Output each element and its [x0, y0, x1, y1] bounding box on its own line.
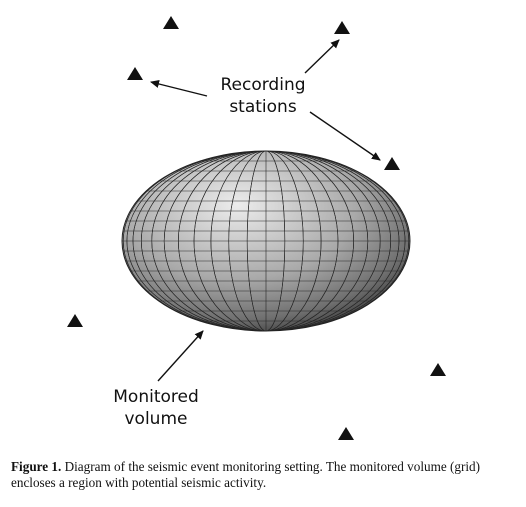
monitoring-diagram [67, 16, 446, 440]
grid-longitude-line [193, 151, 339, 331]
arrow-to-station [150, 80, 208, 97]
grid-longitude-line [122, 151, 410, 331]
monitored-volume-label: Monitored volume [96, 386, 216, 430]
grid-longitude-line [163, 151, 369, 331]
grid-longitude-line [132, 151, 400, 331]
grid-longitude-line [228, 151, 304, 331]
station-marker [430, 363, 446, 376]
arrow-to-station [304, 39, 340, 74]
caption-label: Figure 1. [11, 459, 62, 474]
grid-longitude-line [126, 151, 406, 331]
station-marker [334, 21, 350, 34]
monitored-volume-ellipsoid [121, 150, 411, 332]
figure-caption: Figure 1. Diagram of the seismic event m… [11, 459, 519, 491]
label-line: Monitored [113, 387, 199, 407]
grid-longitude-line [151, 151, 381, 331]
arrow-to-volume [157, 330, 204, 382]
caption-text: Diagram of the seismic event monitoring … [11, 459, 481, 490]
station-marker [127, 67, 143, 80]
station-marker [384, 157, 400, 170]
arrow-to-station [309, 111, 381, 161]
label-line: volume [124, 409, 188, 429]
grid-longitude-line [178, 151, 354, 331]
recording-stations [67, 16, 446, 440]
station-marker [338, 427, 354, 440]
grid-longitude-line [210, 151, 322, 331]
station-marker [67, 314, 83, 327]
grid-longitude-line [140, 151, 392, 331]
grid-longitude-line [246, 151, 286, 331]
station-marker [163, 16, 179, 29]
recording-stations-label: Recording stations [188, 74, 338, 118]
label-line: stations [229, 97, 297, 117]
label-line: Recording [220, 75, 306, 95]
